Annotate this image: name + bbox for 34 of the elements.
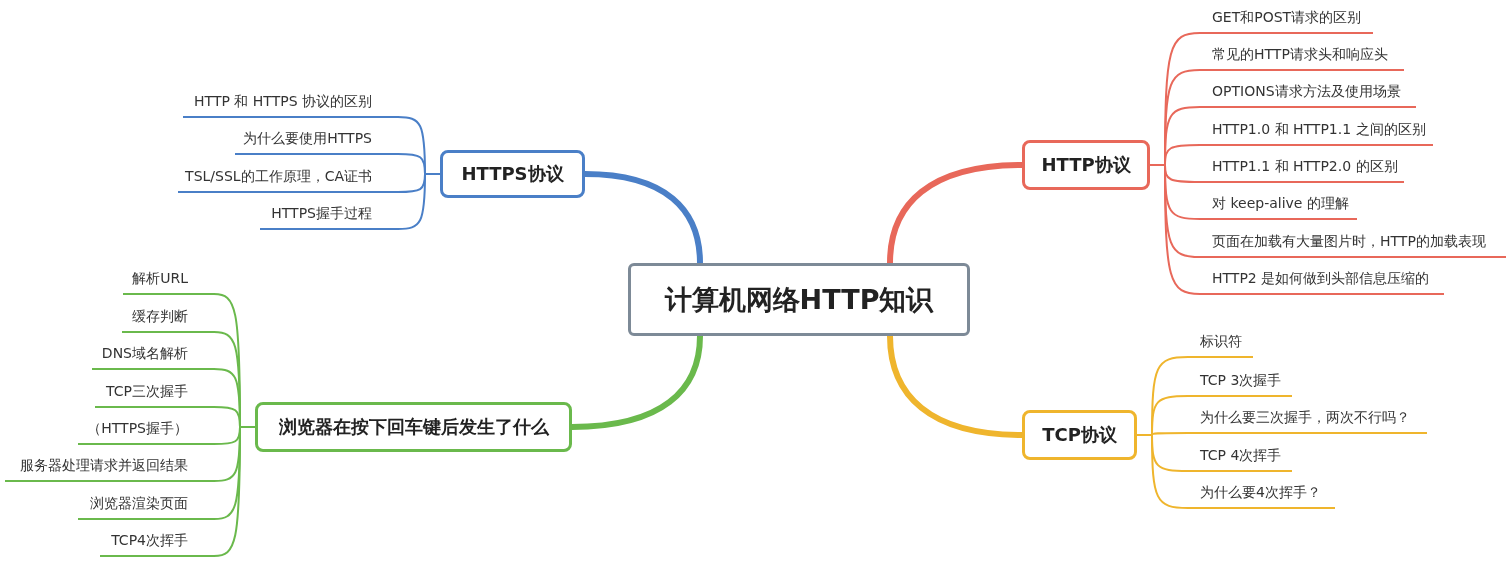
subtopic-label: 解析URL (123, 265, 214, 295)
subtopic-label: TCP 4次挥手 (1188, 442, 1292, 472)
subtopic-label: 页面在加载有大量图片时，HTTP的加载表现 (1200, 228, 1506, 258)
subtopic-label: 服务器处理请求并返回结果 (5, 452, 214, 482)
subtopic-label: HTTPS握手过程 (260, 200, 398, 230)
subtopic-label: 为什么要4次挥手？ (1188, 479, 1335, 509)
subtopic-label: HTTP1.0 和 HTTP1.1 之间的区别 (1200, 116, 1433, 146)
subtopic-label: TCP 3次握手 (1188, 367, 1292, 397)
subtopic-label: TCP4次挥手 (100, 527, 214, 557)
subtopic-label: 常见的HTTP请求头和响应头 (1200, 41, 1404, 71)
subtopic-label: HTTP1.1 和 HTTP2.0 的区别 (1200, 153, 1404, 183)
subtopic-label: TSL/SSL的工作原理，CA证书 (178, 163, 398, 193)
topic-box: HTTP协议 (1022, 140, 1150, 190)
subtopic-label: 为什么要使用HTTPS (235, 125, 398, 155)
topic-box: HTTPS协议 (440, 150, 585, 198)
branch-line (397, 173, 441, 230)
central-topic-box: 计算机网络HTTP知识 (628, 263, 970, 336)
subtopic-label: 对 keep-alive 的理解 (1200, 190, 1357, 220)
subtopic-label: HTTP2 是如何做到头部信息压缩的 (1200, 265, 1444, 295)
subtopic-label: 缓存判断 (122, 303, 214, 333)
subtopic-label: 为什么要三次握手，两次不行吗？ (1188, 404, 1427, 434)
subtopic-label: GET和POST请求的区别 (1200, 4, 1373, 34)
subtopic-label: （HTTPS握手） (78, 415, 214, 445)
topic-box: 浏览器在按下回车键后发生了什么 (255, 402, 572, 452)
subtopic-label: TCP三次握手 (95, 378, 214, 408)
topic-box: TCP协议 (1022, 410, 1137, 460)
subtopic-label: 浏览器渲染页面 (78, 490, 214, 520)
subtopic-label: OPTIONS请求方法及使用场景 (1200, 78, 1416, 108)
subtopic-label: 标识符 (1188, 328, 1253, 358)
branch-line (1149, 164, 1201, 295)
subtopic-label: HTTP 和 HTTPS 协议的区别 (183, 88, 398, 118)
subtopic-label: DNS域名解析 (92, 340, 214, 370)
branch-line (1136, 434, 1189, 509)
branch-line (213, 426, 256, 557)
